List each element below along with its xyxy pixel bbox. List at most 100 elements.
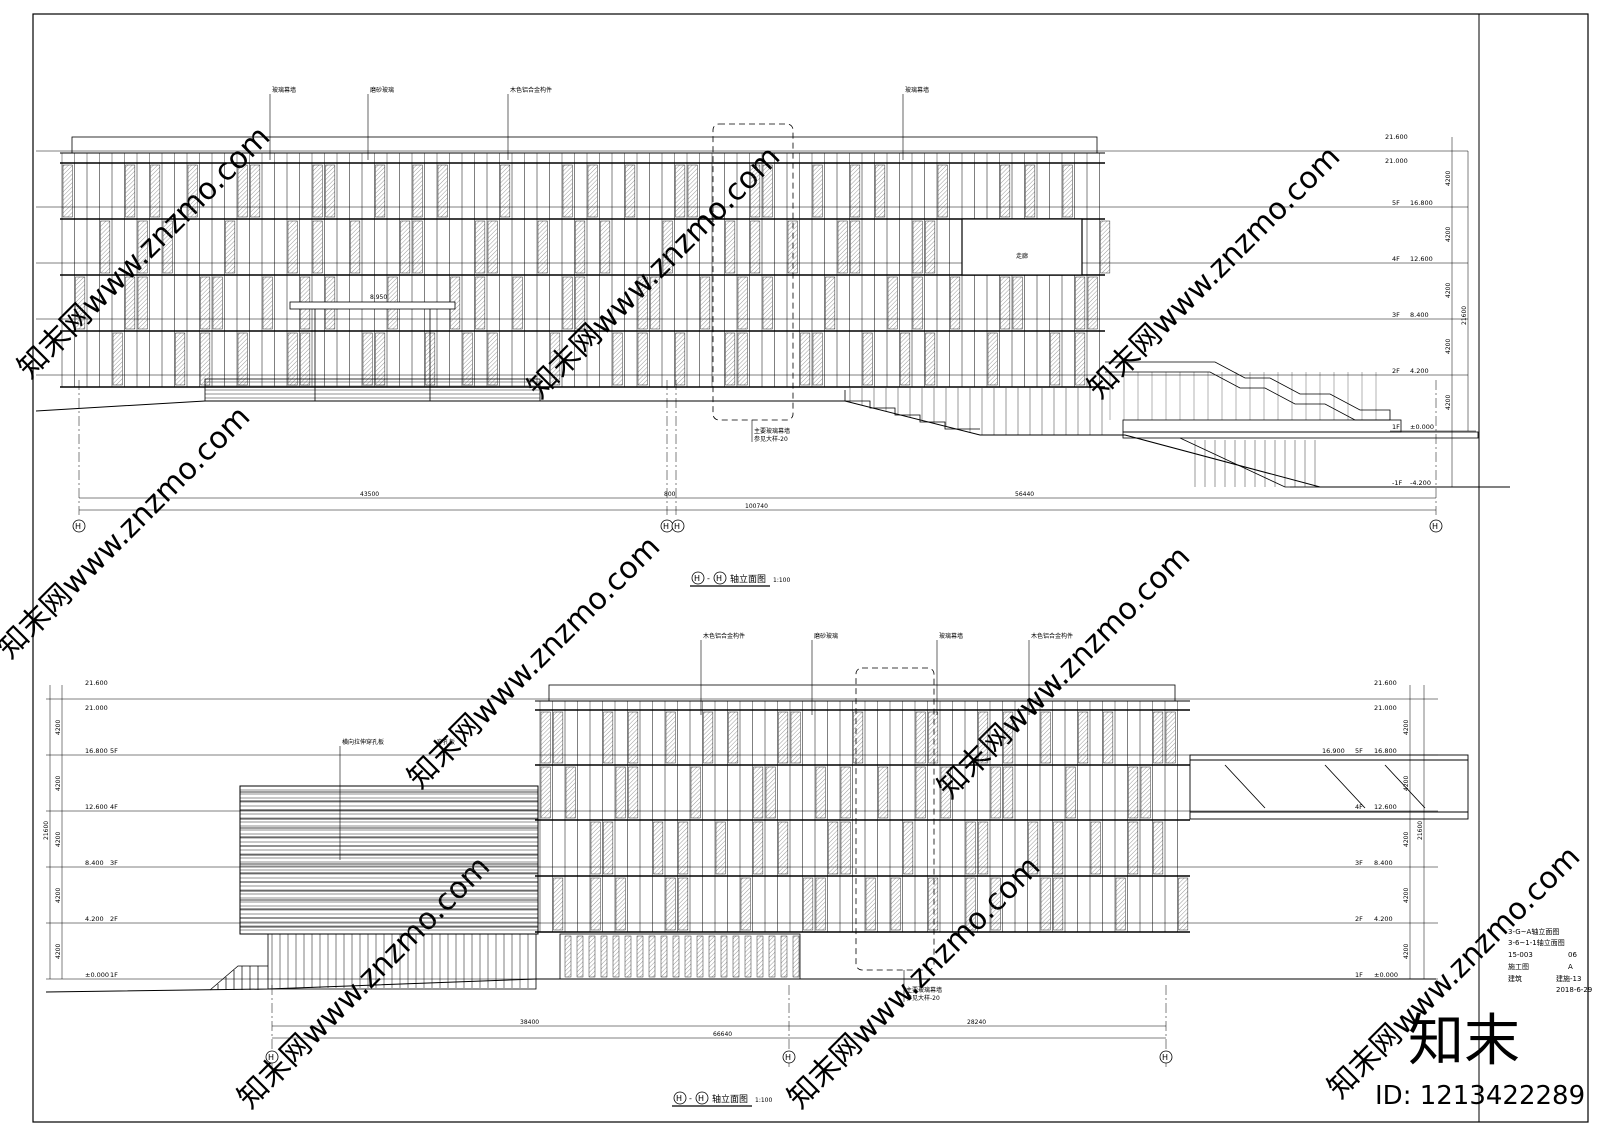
frosted-panel [825,276,836,330]
frosted-panel [903,821,914,875]
frosted-panel [615,766,626,819]
frosted-panel [925,332,936,386]
dim-text: 66640 [713,1031,732,1038]
watermark-text: 知末网www.znzmo.com [401,529,667,795]
frosted-panel [925,220,936,274]
frosted-panel [1003,766,1014,819]
frosted-panel [375,164,386,218]
detail-note: 参见大样-20 [906,994,940,1002]
level-elev: 12.600 [85,803,108,811]
frosted-panel [487,220,498,274]
axis-label: H [785,1053,791,1062]
frosted-panel [803,877,814,931]
facade-fins [61,153,1111,387]
level-elev: 21.600 [85,679,108,687]
entrance-canopy [289,301,456,310]
frosted-panel [312,220,323,274]
frosted-panel [990,766,1001,819]
drawing-title-top: H - H 轴立面图 1:100 [690,571,790,587]
frosted-panel [850,164,861,218]
material-label: 玻璃幕墙 [905,86,929,94]
podium-fin [636,935,644,978]
frosted-panel [200,276,211,330]
frosted-panel [237,332,248,386]
podium-fin [720,935,728,978]
frosted-panel [1078,711,1089,764]
frosted-panel [1000,164,1011,218]
frosted-panel [615,877,626,931]
frosted-panel [762,276,773,330]
exterior-stairs [844,361,1479,488]
frosted-panel [1153,711,1164,764]
axis-bubbles: H H H H [72,519,1443,533]
frosted-panel [325,164,336,218]
axis-label: H [694,574,700,583]
level-floor: 2F [110,915,118,923]
frosted-panel [828,821,839,875]
frosted-panel [762,164,773,218]
level-floor: 1F [1392,423,1400,431]
frosted-panel [603,821,614,875]
level-floor: 5F [110,747,118,755]
level-floor: 5F [1392,199,1400,207]
frosted-panel [740,877,751,931]
dim-text: 28240 [967,1019,986,1026]
level-markers: 21.600 21.000 5F 16.800 4F 12.600 3F 8.4… [1385,133,1434,487]
level-elev: 16.800 [85,747,108,755]
frosted-panel [965,877,976,931]
level-elev: ±0.000 [85,971,109,979]
podium-fin [600,935,608,978]
frosted-panel [990,877,1001,931]
drawing-title: 轴立面图 [712,1093,748,1105]
drawing-title-bottom: H - H 轴立面图 1:100 [672,1091,772,1107]
frosted-panel [1165,711,1176,764]
frosted-panel [625,164,636,218]
frosted-panel [1040,711,1051,764]
dim-text: 4200 [1403,720,1410,735]
frosted-panel [1128,821,1139,875]
material-label: 玻璃幕墙 [939,632,963,640]
frosted-panel [1003,711,1014,764]
frosted-panel [1040,877,1051,931]
frosted-panel [753,821,764,875]
frosted-panel [840,766,851,819]
panel-bands [240,791,538,928]
frosted-panel [950,276,961,330]
frosted-panel [850,220,861,274]
detail-callout-box [855,667,935,971]
detail-callout-box [712,123,794,421]
dim-text: 4200 [1403,776,1410,791]
frosted-panel [350,220,361,274]
title-block: 3-G~A轴立面图 3-6~1-1轴立面图 15-003 06 施工图 A 建筑… [1508,927,1592,994]
frosted-panel [628,766,639,819]
frosted-panel [965,821,976,875]
frosted-panel [200,332,211,386]
frosted-panel [862,332,873,386]
frosted-panel [1087,276,1098,330]
level-elev: 21.000 [1385,157,1408,165]
dim-text: 4200 [55,776,62,791]
frosted-panel [750,164,761,218]
frosted-panel [537,220,548,274]
dim-text: 100740 [745,503,768,510]
frosted-panel [1128,766,1139,819]
watermark-text: 知末网www.znzmo.com [1081,139,1347,405]
frosted-panel [1100,220,1111,274]
watermark-text: 知末网www.znzmo.com [0,399,257,665]
perforated-panel-block [239,785,539,935]
frosted-panel [778,821,789,875]
frosted-panel [175,332,186,386]
frosted-panel [212,276,223,330]
level-elev: 21.600 [1374,679,1397,687]
frosted-panel [690,766,701,819]
frosted-panel [840,821,851,875]
frosted-panel [575,220,586,274]
level-elev: 8.400 [1374,859,1393,867]
dim-text: 4200 [1403,832,1410,847]
frosted-panel [815,877,826,931]
parapet [548,684,1176,702]
detail-note: 主要玻璃幕墙 [754,427,790,435]
stage-label: 施工图 [1508,962,1529,971]
frosted-panel [1075,332,1086,386]
frosted-panel [1028,821,1039,875]
